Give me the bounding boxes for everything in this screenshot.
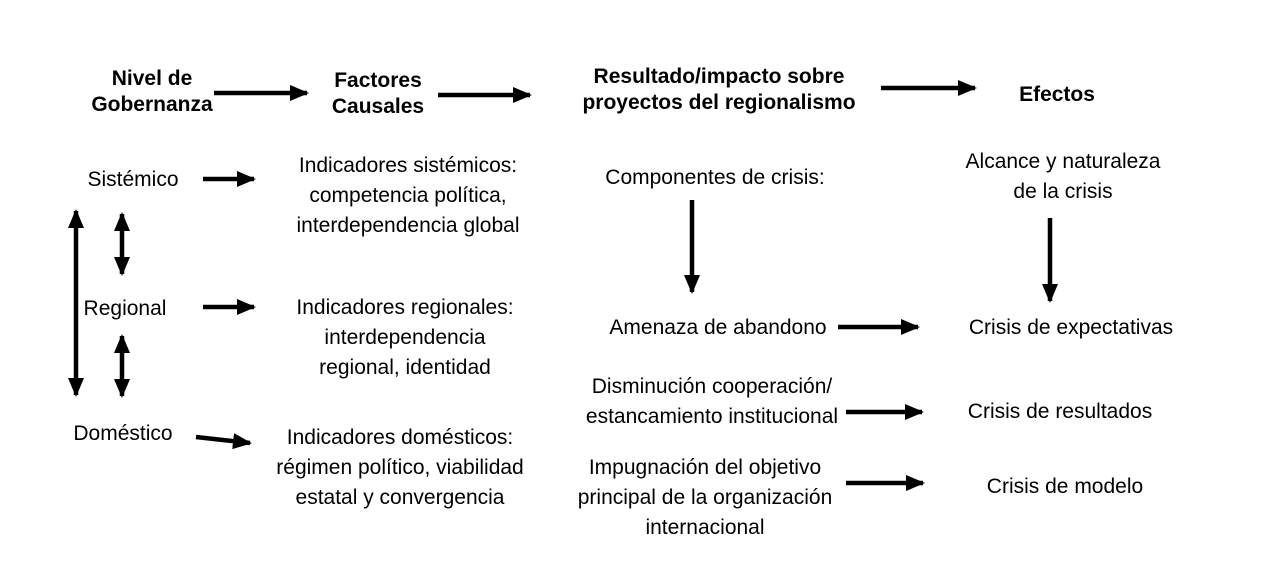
result-crisis-components: Componentes de crisis: — [605, 166, 825, 189]
effect-expectations-crisis: Crisis de expectativas — [968, 316, 1174, 339]
level-domestic: Doméstico — [73, 422, 173, 445]
indicators-regional: Indicadores regionales: interdependencia… — [296, 296, 514, 379]
header-causal-factors: Factores Causales — [331, 69, 425, 118]
result-abandonment-threat: Amenaza de abandono — [609, 316, 827, 339]
effect-crisis-scope: Alcance y naturaleza de la crisis — [965, 150, 1161, 203]
header-effects: Efectos — [1019, 83, 1095, 106]
level-systemic: Sistémico — [87, 168, 179, 191]
result-cooperation-decline: Disminución cooperación/ estancamiento i… — [585, 375, 839, 428]
effect-model-crisis: Crisis de modelo — [986, 475, 1144, 498]
result-objective-challenge: Impugnación del objetivo principal de la… — [577, 456, 833, 539]
header-governance-level: Nivel de Gobernanza — [91, 67, 213, 116]
arrow-domestic-to-indicators — [195, 433, 252, 450]
indicators-systemic: Indicadores sistémicos: competencia polí… — [296, 154, 520, 237]
level-regional: Regional — [83, 297, 167, 320]
header-result-impact: Resultado/impacto sobre proyectos del re… — [582, 65, 856, 114]
indicators-domestic: Indicadores domésticos: régimen político… — [276, 426, 524, 509]
effect-results-crisis: Crisis de resultados — [967, 400, 1153, 423]
